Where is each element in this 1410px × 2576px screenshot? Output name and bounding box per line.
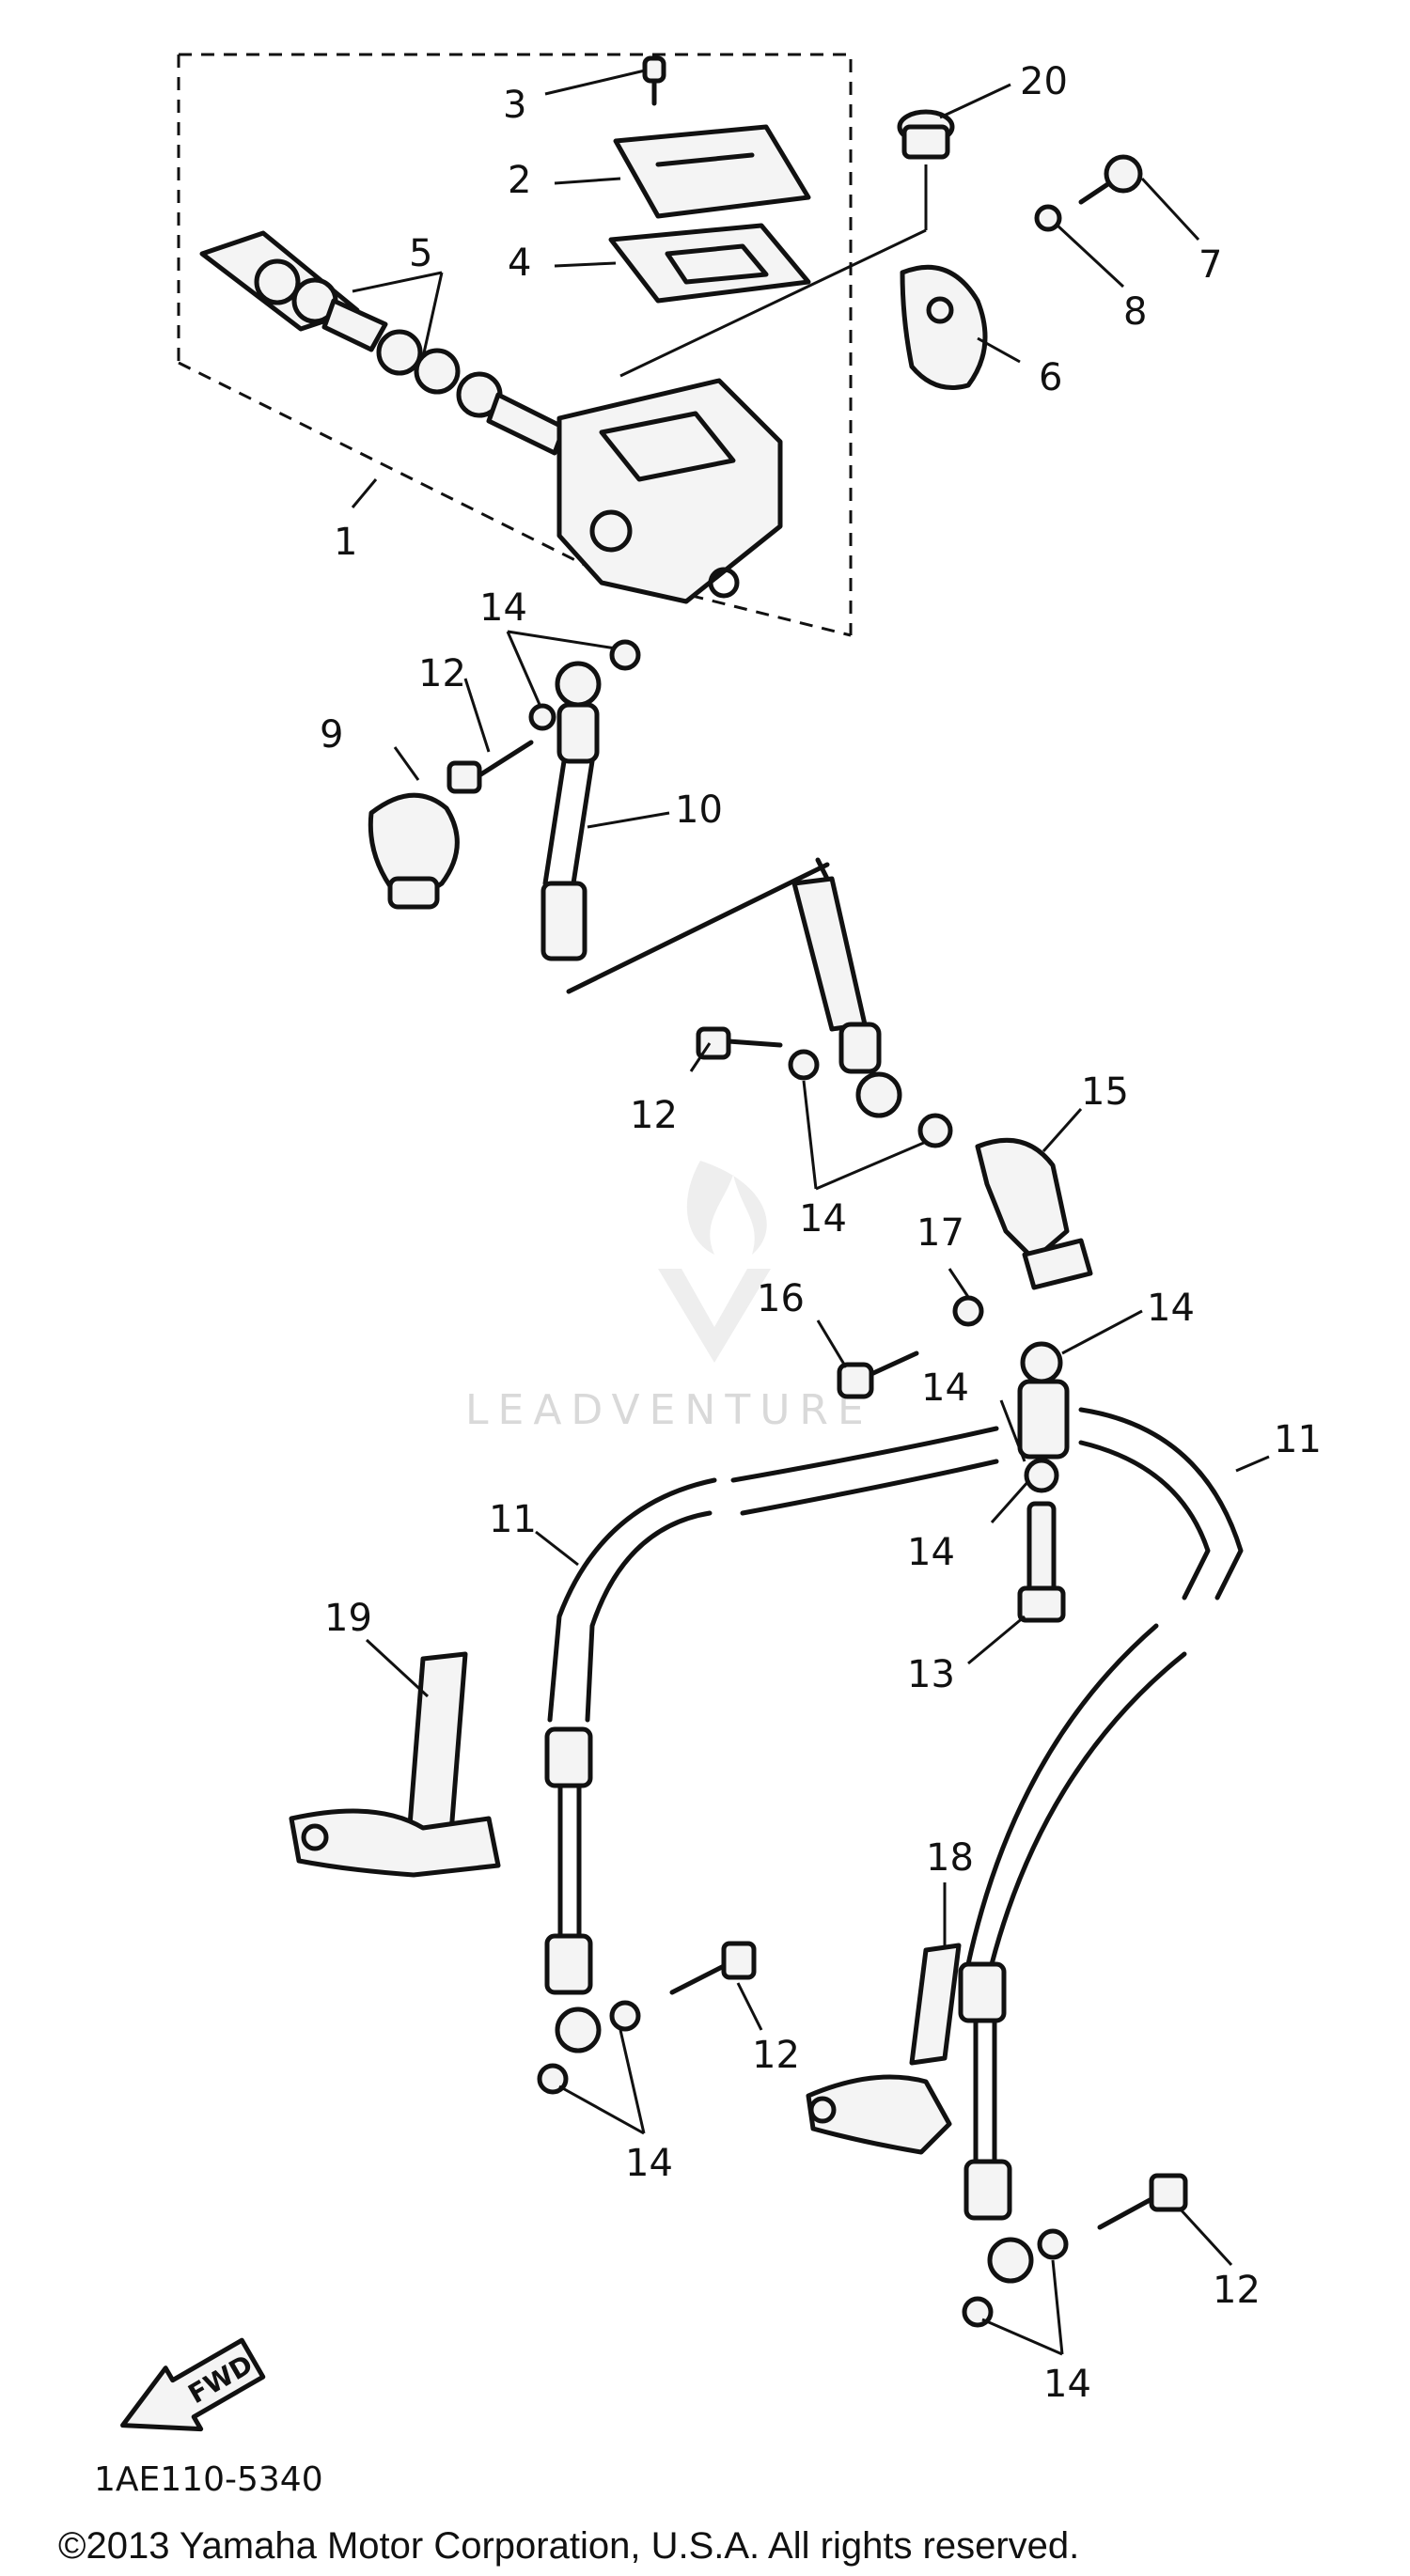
callout-10: 10 <box>675 788 723 832</box>
callout-12-upper: 12 <box>418 652 466 695</box>
callout-14-left-caliper: 14 <box>625 2142 673 2185</box>
callout-14-joint-top: 14 <box>1147 1287 1195 1330</box>
upper-hose-lower-end <box>791 876 902 1118</box>
callout-1: 1 <box>334 521 357 564</box>
callout-2: 2 <box>508 159 531 202</box>
callout-12-middle: 12 <box>630 1094 678 1137</box>
copper-washer <box>537 2063 569 2095</box>
master-cylinder-piston-kit <box>199 230 567 456</box>
copper-washer <box>917 1113 953 1148</box>
watermark-logo-icon <box>658 1161 771 1363</box>
copper-washer <box>788 1049 820 1081</box>
holder-nut <box>952 1295 984 1327</box>
upper-brake-hose <box>540 661 602 961</box>
right-brake-hose <box>958 1407 1244 2284</box>
callout-8: 8 <box>1123 290 1147 334</box>
callout-11-left: 11 <box>489 1498 537 1541</box>
callout-17: 17 <box>916 1211 964 1255</box>
callout-12-left: 12 <box>752 2034 800 2077</box>
copper-washer <box>1037 2228 1069 2260</box>
copper-washer <box>609 639 641 671</box>
callout-12-right: 12 <box>1213 2269 1261 2312</box>
callout-16: 16 <box>757 1277 805 1320</box>
master-cylinder-assembly-outline <box>177 53 853 637</box>
callout-labels: 1 2 3 4 5 6 7 8 9 10 11 11 12 12 12 12 1… <box>320 60 1322 2406</box>
callout-14-joint-bottom: 14 <box>907 1531 955 1574</box>
callout-19: 19 <box>324 1597 372 1640</box>
hose-break-line <box>566 862 830 994</box>
callout-14-right-caliper: 14 <box>1043 2363 1091 2406</box>
callout-9: 9 <box>320 713 343 757</box>
union-bolt-middle <box>696 1026 783 1060</box>
callout-5: 5 <box>409 232 432 275</box>
holder-bolt <box>1078 154 1143 205</box>
callout-6: 6 <box>1039 356 1062 399</box>
callout-11-right: 11 <box>1274 1418 1322 1461</box>
lever-holder-clamp <box>900 264 988 390</box>
union-bolt-upper <box>446 740 534 794</box>
master-cylinder-body <box>556 378 783 604</box>
right-hose-bracket <box>806 1943 962 2155</box>
union-bolt-left-caliper <box>669 1941 757 1995</box>
callout-4: 4 <box>508 242 531 285</box>
copper-washer <box>528 703 556 731</box>
callout-7: 7 <box>1198 243 1222 287</box>
callout-14-middle: 14 <box>799 1197 847 1241</box>
callout-13: 13 <box>907 1653 955 1696</box>
union-bolt-right-caliper <box>1097 2173 1188 2230</box>
watermark-text: LEADVENTURE <box>465 1386 873 1434</box>
copper-washer <box>609 2000 641 2032</box>
callout-14-joint-left: 14 <box>921 1366 969 1410</box>
callout-15: 15 <box>1081 1070 1129 1114</box>
hose-joint-holder <box>975 1137 1093 1290</box>
reservoir-diaphragm <box>608 223 811 304</box>
reservoir-cap <box>613 124 811 219</box>
holder-bolt-16 <box>837 1350 919 1399</box>
copyright-notice: ©2013 Yamaha Motor Corporation, U.S.A. A… <box>58 2525 1079 2567</box>
left-brake-hose <box>544 1426 999 2053</box>
callout-14-upper: 14 <box>479 586 527 630</box>
reservoir-plug <box>897 109 955 160</box>
copper-washer <box>962 2296 994 2328</box>
leader-lines <box>351 69 1270 2356</box>
callout-18: 18 <box>926 1836 974 1880</box>
brake-hose-joint <box>1017 1341 1070 1623</box>
diagram-code: 1AE110-5340 <box>94 2460 323 2499</box>
fwd-arrow-icon: FWD <box>120 2337 266 2432</box>
union-bolt-cover <box>368 792 460 910</box>
reservoir-cap-screw <box>642 55 666 106</box>
holder-washer <box>1034 204 1062 232</box>
left-hose-bracket <box>289 1651 501 1878</box>
callout-3: 3 <box>503 84 526 127</box>
callout-20: 20 <box>1020 60 1068 103</box>
